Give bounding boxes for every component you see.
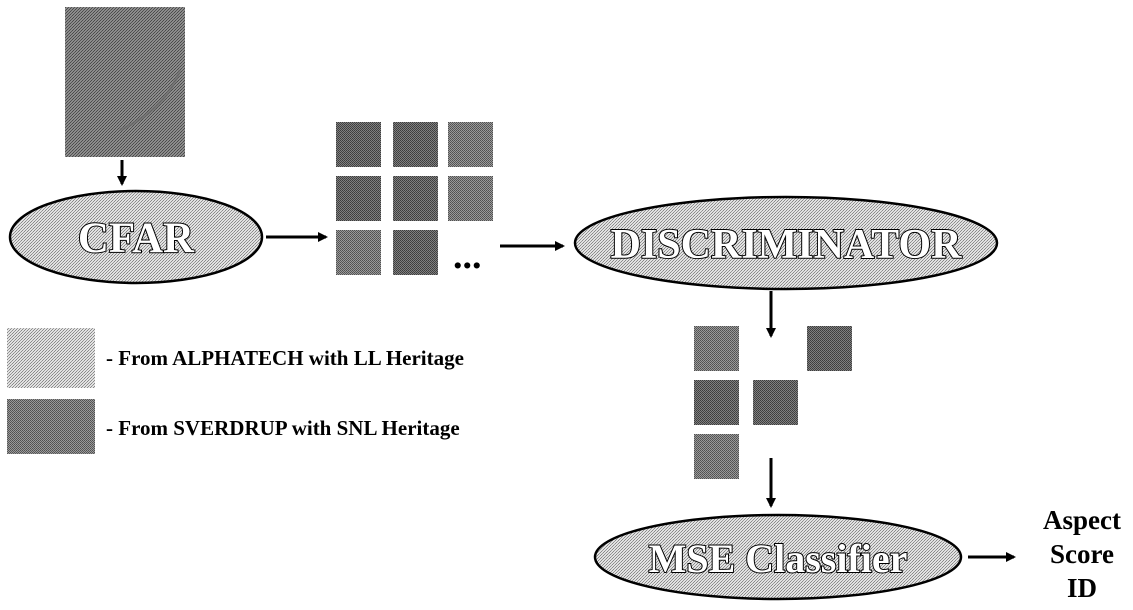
chip xyxy=(393,230,438,275)
chip xyxy=(694,380,739,425)
legend-item-sverdrup: - From SVERDRUP with SNL Heritage xyxy=(106,416,460,440)
chip xyxy=(393,176,438,221)
cfar-node: CFAR xyxy=(8,189,264,285)
chip xyxy=(753,380,798,425)
cfar-label: CFAR xyxy=(78,215,195,262)
classifier-label: MSE Classifier xyxy=(649,536,908,581)
legend-swatch-sverdrup xyxy=(7,399,95,454)
chip xyxy=(336,230,381,275)
chip xyxy=(393,122,438,167)
legend-swatch-alphatech xyxy=(7,328,95,388)
chip xyxy=(807,326,852,371)
discriminator-label: DISCRIMINATOR xyxy=(611,222,962,268)
discriminator-node: DISCRIMINATOR xyxy=(573,195,999,291)
legend-item-alphatech: - From ALPHATECH with LL Heritage xyxy=(106,346,464,370)
chip xyxy=(694,434,739,479)
chip xyxy=(448,176,493,221)
chip xyxy=(694,326,739,371)
detection-chips xyxy=(336,122,493,275)
output-aspect: Aspect xyxy=(1043,505,1121,535)
output-id: ID xyxy=(1066,573,1097,603)
classifier-node: MSE Classifier xyxy=(593,513,963,601)
chip xyxy=(336,122,381,167)
output-score: Score xyxy=(1050,539,1114,569)
ellipsis: ... xyxy=(453,235,482,277)
filtered-chips xyxy=(694,326,852,479)
chip xyxy=(448,122,493,167)
chip xyxy=(336,176,381,221)
input-image xyxy=(65,7,185,157)
